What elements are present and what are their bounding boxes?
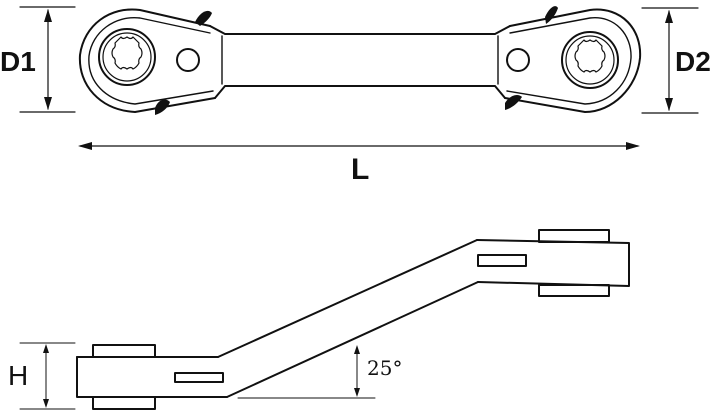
right-pawl-hole <box>506 48 530 72</box>
angle-label: 25° <box>367 356 403 380</box>
right-12-point-ring <box>561 31 619 89</box>
d1-label: D1 <box>0 46 36 77</box>
wrench-side-view <box>76 229 630 410</box>
left-12-point-ring <box>98 28 156 86</box>
left-pawl-hole <box>176 48 200 72</box>
height-dimension <box>19 342 76 410</box>
d1-dimension <box>19 6 76 113</box>
length-label: L <box>351 153 370 186</box>
height-label: H <box>8 360 29 391</box>
d2-dimension <box>641 7 699 114</box>
angle-dimension <box>237 346 376 399</box>
ratchet-levers <box>155 6 558 115</box>
wrench-top-view <box>78 8 642 113</box>
d2-label: D2 <box>675 46 711 77</box>
